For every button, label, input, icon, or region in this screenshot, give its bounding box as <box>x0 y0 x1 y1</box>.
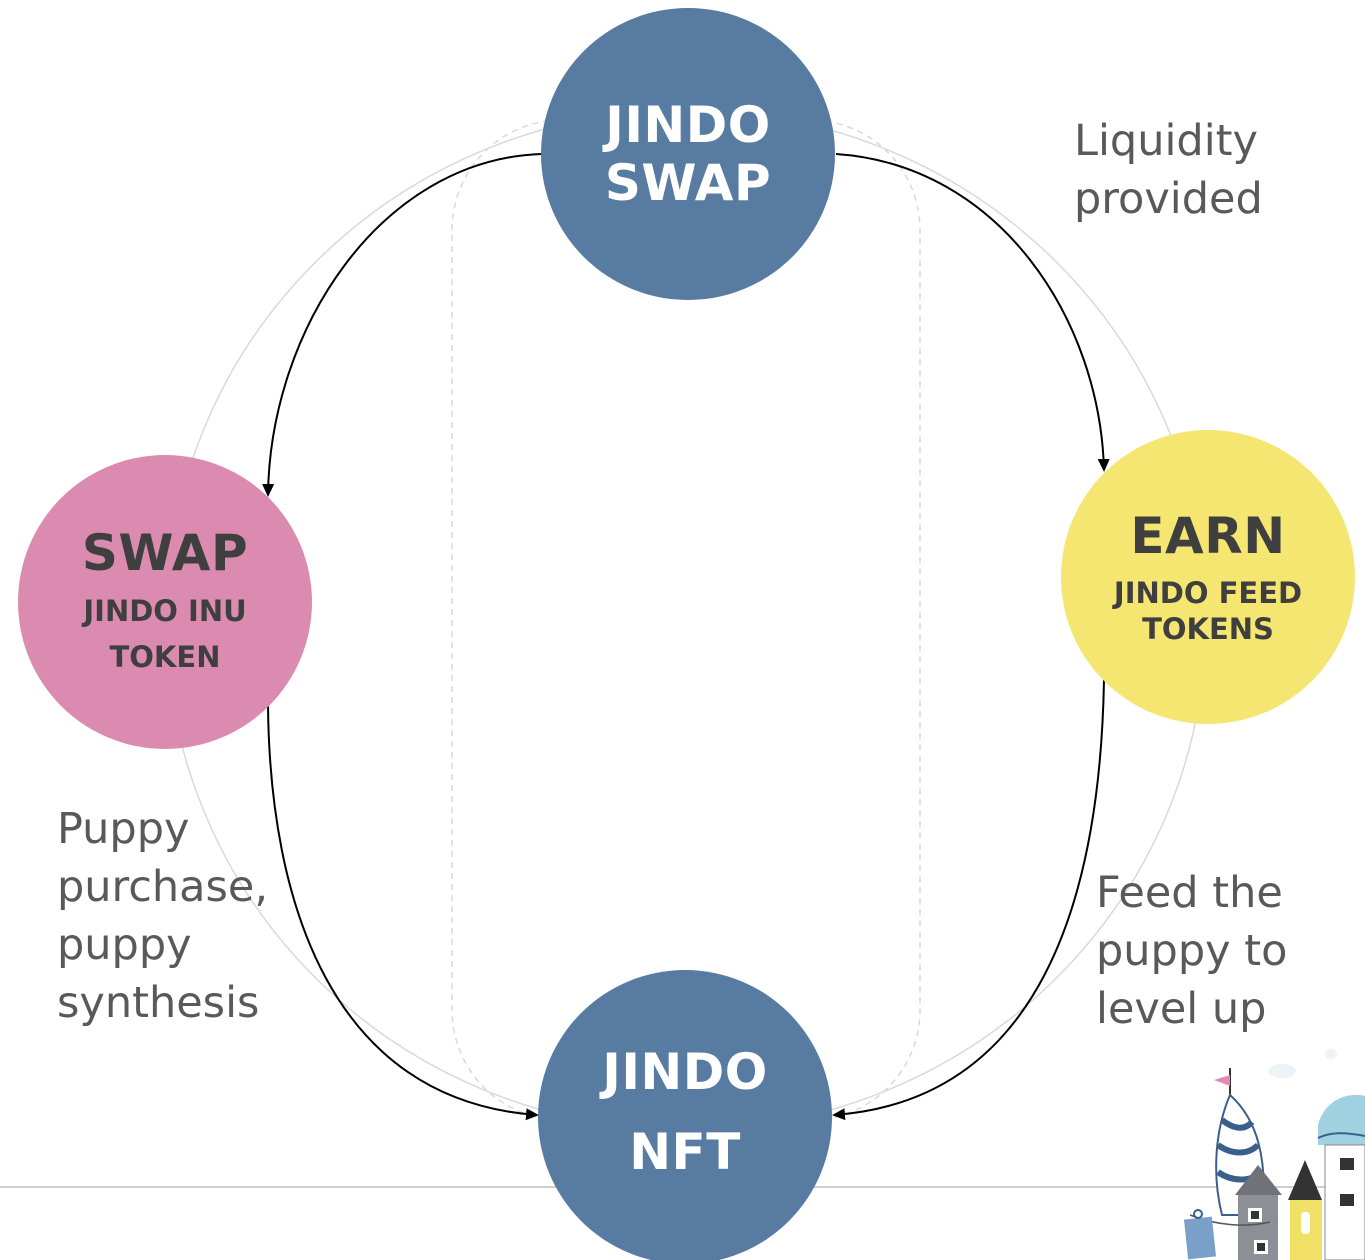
label-puppy-purchase: Puppy purchase, puppy synthesis <box>57 804 269 1028</box>
node-jindo-swap-line2: SWAP <box>604 154 772 212</box>
label-liquidity-provided: Liquidity provided <box>1074 116 1263 224</box>
node-earn-title: EARN <box>1130 507 1286 565</box>
arrow-swap-to-right <box>835 153 1110 472</box>
node-earn-line2: TOKENS <box>1142 612 1274 646</box>
node-earn-line1: JINDO FEED <box>1113 576 1303 610</box>
node-swap-line2: TOKEN <box>109 640 221 674</box>
node-jindo-swap-line1: JINDO <box>605 96 771 154</box>
node-earn-tokens: EARN JINDO FEED TOKENS <box>1061 430 1355 724</box>
node-swap-line1: JINDO INU <box>83 594 247 628</box>
node-jindo-nft: JINDO NFT <box>538 970 832 1260</box>
node-swap-title: SWAP <box>81 524 249 582</box>
arrow-left-to-nft <box>267 705 539 1121</box>
node-swap-token: SWAP JINDO INU TOKEN <box>18 455 312 749</box>
node-jindo-nft-line2: NFT <box>629 1123 741 1181</box>
node-jindo-swap: JINDO SWAP <box>541 8 835 300</box>
arrow-right-to-nft <box>832 679 1105 1121</box>
house-castle-illustration <box>1183 1049 1365 1260</box>
arrow-swap-to-left <box>262 153 542 497</box>
node-jindo-nft-line1: JINDO <box>602 1043 768 1101</box>
label-feed-puppy: Feed the puppy to level up <box>1096 868 1288 1034</box>
